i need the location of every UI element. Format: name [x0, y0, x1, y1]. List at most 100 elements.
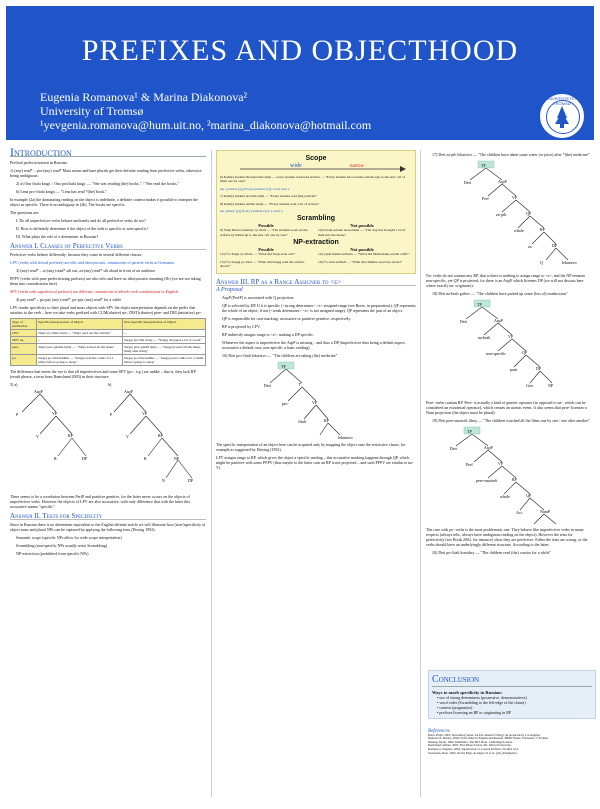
extraction-item: 12) Čto Tanja vy-čitala — "What did Tanj… [220, 252, 296, 257]
possible-label: Possible [258, 223, 274, 229]
proposal-item: QP is responsible for case marking: accu… [222, 316, 352, 322]
svg-text:Deti: Deti [264, 383, 272, 388]
extraction-heading: NP-extraction [293, 239, 339, 247]
svg-text:Gen: Gen [526, 383, 533, 388]
proposal-item: RP is projected by LPV. [222, 324, 261, 330]
table-header-cell: Type of prefixation [9, 318, 38, 330]
questions-lead: The questions are: [10, 210, 40, 215]
svg-text:NP: NP [548, 383, 554, 388]
table-cell: Tanja pere-gladila bjuly — "Tanja ironed… [36, 343, 124, 355]
scope-item: Op. [articles (y)] Every [student (x)]: … [220, 186, 290, 191]
spv-example: 4) pay read* – po-pay (any) read*, po-pa… [16, 297, 122, 302]
svg-text:RP: RP [512, 477, 518, 482]
svg-text:parti: parti [510, 367, 518, 372]
svg-text:AspP: AspP [124, 389, 133, 394]
svg-text:čitali: čitali [298, 419, 307, 424]
svg-text:DP: DP [536, 366, 542, 371]
table-cell: LPV [9, 329, 38, 337]
answer1-p3: The difference that meets the eye is tha… [10, 369, 196, 379]
svg-text:NumP: NumP [540, 509, 551, 514]
svg-text:NP: NP [174, 456, 180, 461]
svg-text:za: za [528, 244, 532, 249]
proposal-heading: A Proposal [216, 287, 243, 294]
answer3-p-end2: LPV assigns range to RP, which gives the… [216, 455, 414, 471]
svg-text:VP: VP [52, 411, 58, 416]
svg-text:RP: RP [68, 433, 74, 438]
table-header-cell: Specific interpretation of Object [36, 318, 124, 330]
tree-label-a: 5) a) [10, 382, 18, 387]
answer3-heading: Answer III. RP as a Range Assigner to <e… [216, 279, 416, 287]
svg-text:AspP: AspP [498, 179, 507, 184]
tests-panel: Scope wide narrow 6) Každyj student čita… [216, 150, 416, 275]
question-1: I. Do all imperfective verbs behave unif… [16, 218, 146, 223]
svg-text:VP: VP [508, 334, 514, 339]
answer2-p1: Since in Russian there is no determiner … [10, 522, 206, 532]
not-possible-label: Not possible [350, 247, 374, 253]
svg-text:za-pili: za-pili [496, 212, 507, 217]
table-cell: Tanja vy-čitala statji — "Tanja read out… [36, 329, 124, 337]
svg-text:QP: QP [526, 493, 532, 498]
scope-heading: Scope [305, 155, 327, 162]
svg-text:AspP: AspP [494, 318, 503, 323]
table-row: po- Sergej po-čital knižku — "Sergej rea… [9, 354, 206, 366]
not-possible-label: Not possible [350, 223, 374, 229]
table-cell: Sergej po-čital knižki — "Sergej read co… [122, 354, 206, 366]
svg-text:QP: QP [522, 350, 528, 355]
possible-label: Possible [258, 247, 274, 253]
svg-text:QP: QP [526, 211, 532, 216]
intro-lead: Prefixal perfectivization in Russian: [10, 160, 68, 165]
svg-text:AspP: AspP [34, 389, 43, 394]
extraction-examples: 12) Čto Tanja vy-čitala — "What did Tanj… [220, 252, 412, 271]
proposal-item: QP is selected by DP. If it is specific … [222, 303, 416, 314]
answer1-p1: Perfective verbs behave differently, bec… [10, 252, 143, 257]
table-row: SPV: na- -- Sergej na-čital statej — "Se… [9, 336, 206, 344]
example-17: 17) Deti za-pili lekarstvo — "The childr… [432, 152, 590, 157]
svg-text:DP: DP [188, 478, 194, 483]
scope-item: 6) Každyj student čital/pročital statji … [220, 175, 405, 184]
scrambling-labels: Possible Not possible [220, 223, 412, 228]
svg-text:R: R [54, 456, 57, 461]
example-18: 18) Deti na-brali gribov — "The children… [432, 291, 568, 296]
svg-text:RP: RP [324, 418, 330, 423]
conclusion-item: • word order (Scrambling to the left-edg… [437, 700, 526, 705]
lpv-example: 3) (any) read* – to-(any) read* sth out,… [16, 268, 156, 273]
answer1-heading: Answer I. Classes of Perfective Verbs [10, 243, 206, 250]
svg-text:lekarstvo: lekarstvo [338, 435, 353, 440]
test-item: Scrambling (non-specific NPs usually res… [16, 543, 107, 548]
conclusion-item: • context (pragmatics) [437, 705, 473, 710]
svg-text:whole: whole [500, 494, 510, 499]
svg-text:TP: TP [481, 163, 486, 168]
conclusion-lead: Ways to mark specificity in Russian: [432, 690, 503, 695]
table-cell: Sergej na-čital statej — "Sergej chopped… [122, 336, 206, 344]
lpv-para: LPV (verbs with lexical prefixes) are te… [10, 260, 176, 265]
conclusion-list: • use of strong determiners (possessive,… [437, 695, 592, 715]
table-header-row: Type of prefixation Specific interpretat… [9, 318, 206, 330]
authors: Eugenia Romanova¹ & Marina Diakonova² [40, 90, 248, 104]
pfpv-para: PFPV (verbs with pure perfectivizing pre… [10, 276, 201, 286]
extraction-item: 14) Ljudi mamu načitala — "What did Mum … [318, 252, 410, 257]
svg-text:Deti: Deti [464, 180, 472, 185]
svg-text:VP: VP [312, 400, 318, 405]
references-heading: References [428, 729, 450, 734]
svg-text:whole: whole [514, 228, 524, 233]
table-cell: po- [9, 354, 38, 366]
svg-text:na-brali: na-brali [478, 335, 491, 340]
svg-text:Deti: Deti [450, 446, 458, 451]
intro-ex1: 1) (any) read* – pro-(any) read* Mass no… [10, 168, 202, 178]
column-divider [420, 150, 421, 797]
answer1-p4: There seems to be a correlation between … [10, 494, 190, 509]
svg-text:P: P [16, 412, 19, 417]
affiliation: University of Tromsø [40, 104, 144, 118]
reference-item: Ramchand, Gillian. 2003. First Phase Syn… [428, 743, 512, 748]
column-left: Introduction Prefixal perfectivization i… [9, 146, 206, 559]
svg-text:TP: TP [281, 364, 286, 369]
poster-header: PREFIXES AND OBJECTHOOD Eugenia Romanova… [6, 6, 594, 140]
narrow-label: narrow [350, 164, 365, 169]
table-cell: SPV: na- [9, 336, 38, 344]
spv-para: SPV (verbs with superlexical prefixes) a… [10, 289, 179, 294]
scrambling-examples: 9) Statji Rituzi studenty vy-čitali — "T… [220, 228, 412, 237]
svg-text:V: V [126, 434, 129, 439]
conclusion-heading: Conclusion [432, 674, 592, 687]
